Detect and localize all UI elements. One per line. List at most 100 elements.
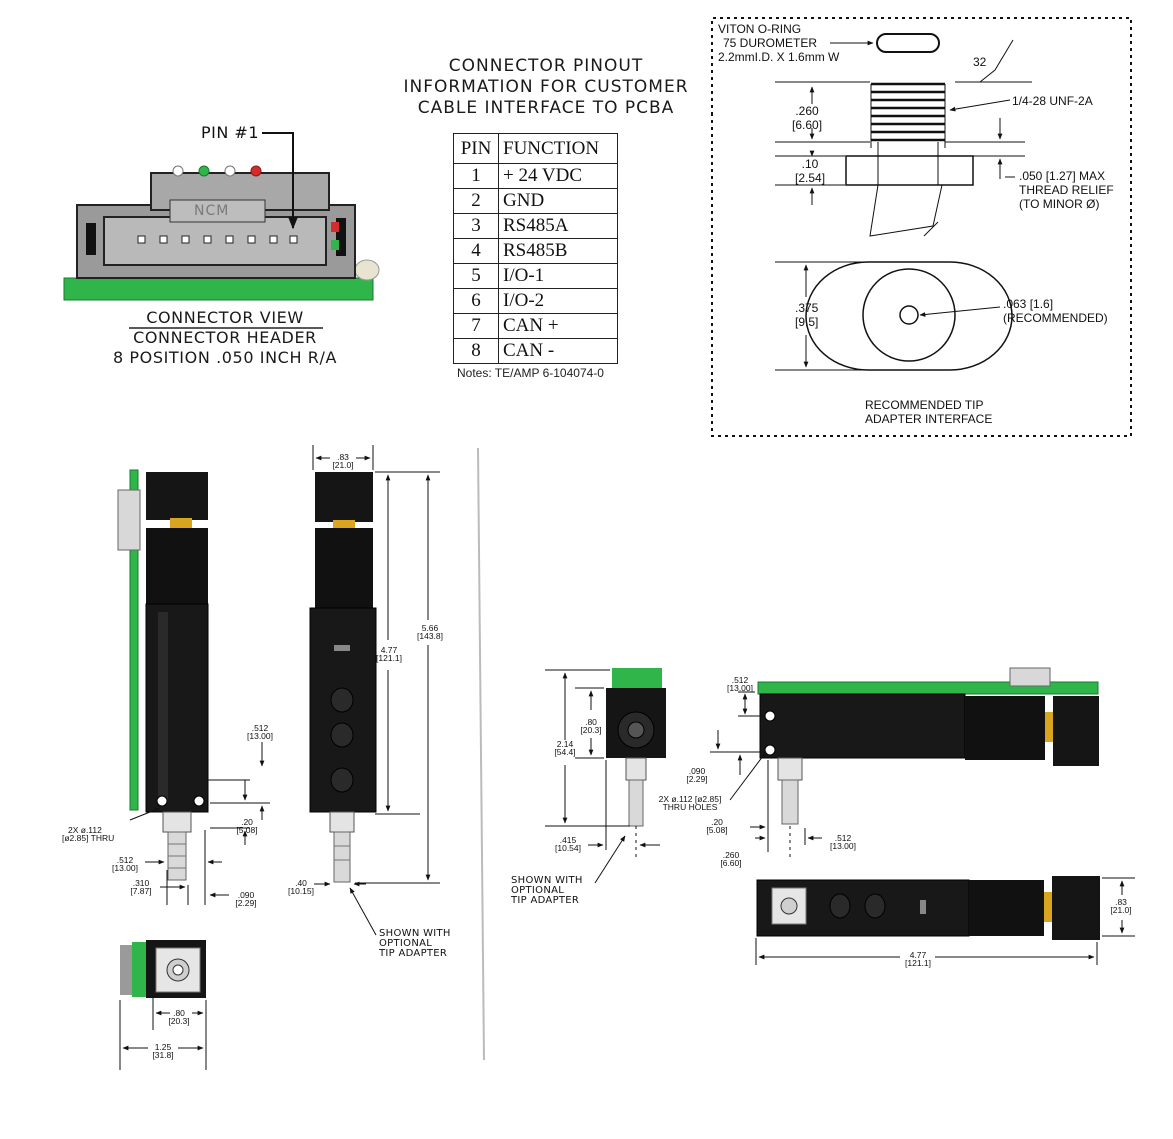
- dim-566-left: 5.66[143.8]: [413, 624, 447, 641]
- pin-number: 7: [453, 313, 499, 339]
- col-header-pin: PIN: [453, 133, 499, 164]
- caption-line: 8 POSITION .050 INCH R/A: [112, 348, 338, 367]
- dim-in: .415: [559, 835, 577, 845]
- dim-mm: [13.00]: [112, 863, 138, 873]
- note-line: SHOWN WITH: [511, 875, 583, 886]
- dim-260: .260[6.60]: [714, 850, 748, 868]
- actuator-bottom-view-left: [120, 940, 206, 998]
- actuator-side-view-right: [757, 667, 1099, 860]
- pin-function: I/O-2: [498, 288, 618, 314]
- dim-in: 4.77: [380, 645, 398, 655]
- dim-mm: [31.8]: [152, 1050, 174, 1060]
- dim-20-a: .20[5.08]: [230, 817, 264, 835]
- pin-function: GND: [498, 188, 618, 214]
- thread-spec: 1/4-28 UNF-2A: [1012, 94, 1093, 108]
- dim-in: .090: [237, 890, 255, 900]
- oring-line: 2.2mmI.D. X 1.6mm W: [718, 50, 840, 64]
- pin-function: RS485A: [498, 213, 618, 239]
- dim-mm: [20.3]: [580, 725, 602, 735]
- dim-mm: [2.29]: [235, 898, 257, 908]
- pin-number: 6: [453, 288, 499, 314]
- dim-mm: [10.15]: [288, 886, 314, 896]
- connector-view-caption: CONNECTOR VIEW CONNECTOR HEADER 8 POSITI…: [60, 308, 390, 368]
- oring-label: VITON O-RING 75 DUROMETER 2.2mmI.D. X 1.…: [718, 22, 839, 64]
- dim-mm: [5.08]: [706, 825, 728, 835]
- pin-function: I/O-1: [498, 263, 618, 289]
- dim-40: .40[10.15]: [284, 879, 318, 896]
- dim-in: .20: [241, 817, 253, 827]
- dim-holes-b: 2X ø.112 [ø2.85]THRU HOLES: [652, 794, 728, 812]
- relief-line: THREAD RELIEF: [1019, 183, 1114, 197]
- pin-number: 2: [453, 188, 499, 214]
- dim-090-a: .090[2.29]: [229, 890, 263, 908]
- dim-in: 4.77: [909, 950, 927, 960]
- note-line: OPTIONAL: [511, 885, 565, 896]
- caption-line: RECOMMENDED TIP: [865, 398, 984, 412]
- dim-512-c: .512[13.00]: [722, 676, 758, 693]
- dim-line: (RECOMMENDED): [1003, 311, 1108, 325]
- dim-in: .80: [173, 1008, 185, 1018]
- ncm-logo: NCM: [194, 203, 230, 219]
- dim-line: 2X ø.112: [68, 825, 102, 835]
- dim-mm: [121.1]: [376, 653, 402, 663]
- dim-mm: [13.00]: [830, 841, 856, 851]
- dim-in: .80: [585, 717, 597, 727]
- pin-number: 4: [453, 238, 499, 264]
- face-diameter-dim: .375 [9.5]: [795, 301, 818, 329]
- note-line: TIP ADAPTER: [379, 948, 448, 959]
- dim-width-top: .83[21.0]: [330, 452, 356, 470]
- pinout-title: CONNECTOR PINOUT INFORMATION FOR CUSTOME…: [385, 56, 707, 119]
- dim-in: 2.14: [556, 739, 574, 749]
- dim-83-b: .83[21.0]: [1105, 898, 1137, 915]
- tip-adapter-caption: RECOMMENDED TIP ADAPTER INTERFACE: [865, 398, 992, 426]
- table-row: 1+ 24 VDC: [453, 163, 618, 189]
- pin-number: 3: [453, 213, 499, 239]
- dim-mm: [10.54]: [555, 843, 581, 853]
- left-dimension-lines: [119, 445, 440, 1070]
- dim-mm: [5.08]: [236, 825, 258, 835]
- pin-number: 8: [453, 338, 499, 364]
- pin1-label: PIN #1: [201, 123, 260, 142]
- dim-512-a: .512[13.00]: [242, 724, 278, 741]
- dim-in: .260: [722, 850, 740, 860]
- pin-number: 1: [453, 163, 499, 189]
- right-dimension-lines: [545, 669, 1135, 965]
- dim-512-d: .512[13.00]: [825, 833, 861, 851]
- tip-adapter-interface-drawing: [711, 17, 1132, 437]
- pinout-title-line: CONNECTOR PINOUT: [448, 56, 644, 76]
- dim-in: .83: [337, 452, 349, 462]
- pinout-title-line: INFORMATION FOR CUSTOMER: [403, 77, 689, 97]
- dim-090-b: .090[2.29]: [680, 766, 714, 784]
- view-separator: [477, 447, 485, 1061]
- dim-in: .090: [688, 766, 706, 776]
- flange-dim: .10 [2.54]: [795, 157, 825, 185]
- dim-in: .260: [795, 104, 819, 118]
- dim-512-b: .512[13.00]: [105, 856, 145, 873]
- dim-holes-a: 2X ø.112[ø2.85] THRU: [62, 825, 114, 843]
- caption-line: CONNECTOR HEADER: [133, 328, 317, 347]
- connector-header-illustration: [63, 132, 380, 329]
- pin-function: CAN -: [498, 338, 618, 364]
- dim-in: .20: [711, 817, 723, 827]
- dim-mm: [13.00]: [247, 731, 273, 741]
- dim-in: .512: [834, 833, 852, 843]
- oring-line: VITON O-RING: [718, 22, 802, 36]
- dim-mm: [6.60]: [792, 118, 823, 132]
- dim-415: .415[10.54]: [548, 835, 588, 853]
- relief-line: (TO MINOR Ø): [1019, 197, 1100, 211]
- pin-function: CAN +: [498, 313, 618, 339]
- dim-125: 1.25[31.8]: [148, 1043, 178, 1060]
- dim-mm: [21.0]: [332, 460, 354, 470]
- note-line: OPTIONAL: [379, 938, 433, 949]
- dim-line: 2X ø.112 [ø2.85]: [658, 794, 722, 804]
- relief-line: .050 [1.27] MAX: [1019, 169, 1106, 183]
- dim-line: THRU HOLES: [662, 802, 718, 812]
